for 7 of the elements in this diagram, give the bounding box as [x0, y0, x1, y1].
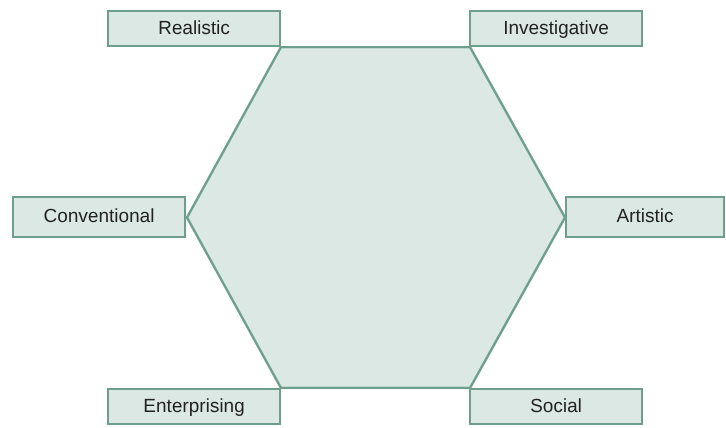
- category-label: Artistic: [565, 196, 725, 238]
- category-label: Enterprising: [107, 388, 281, 425]
- category-label: Conventional: [12, 196, 186, 238]
- hexagon-shape: [186, 46, 566, 389]
- category-label: Social: [469, 388, 643, 425]
- category-label: Realistic: [107, 10, 281, 47]
- category-label: Investigative: [469, 10, 643, 47]
